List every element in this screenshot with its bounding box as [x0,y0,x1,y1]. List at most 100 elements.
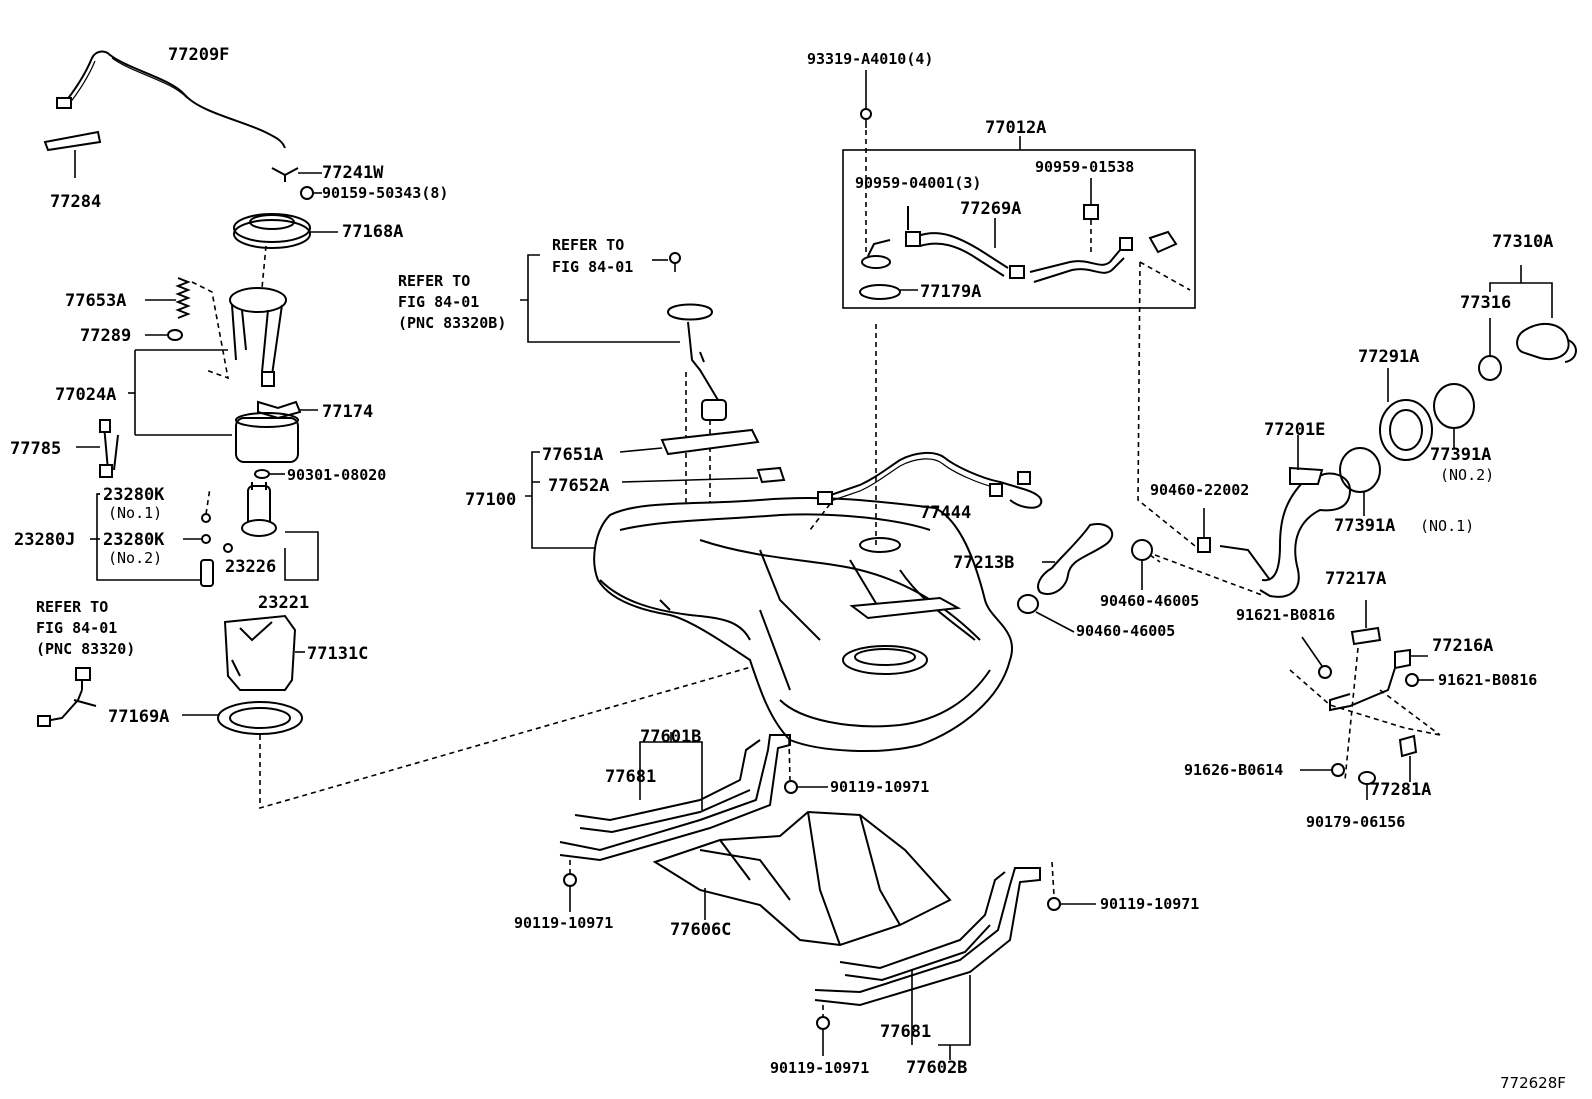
bolt-90119-bottom [816,1016,830,1030]
label-77391A-no2: 77391A [1430,445,1491,465]
kit-77012A-frame [842,149,1196,309]
seal-77391A-no1 [1339,447,1381,493]
label-77601B: 77601B [640,727,701,747]
fuel-cup-77131C [223,614,297,691]
clamp-90460-46005-a [1131,539,1153,561]
label-77284: 77284 [50,192,101,212]
protector-77606C [652,810,952,947]
label-90460-22002: 90460-22002 [1150,481,1249,499]
label-77310A: 77310A [1492,232,1553,252]
label-refer-b-2: FIG 84-01 [398,293,479,311]
label-23280K-no2: 23280K [103,530,165,550]
sender-gauge-group [520,252,786,549]
straps-protector-group [559,732,1096,1060]
label-refer-c-1: REFER TO [552,236,624,254]
label-90460-46005-a: 90460-46005 [1100,592,1199,610]
fuel-pump-flange [229,287,287,313]
oring-90301 [254,469,270,479]
label-77651A: 77651A [542,445,603,465]
label-refer-c-2: FIG 84-01 [552,258,633,276]
label-90119-10971-left: 90119-10971 [514,914,613,932]
label-refer-a-1: REFER TO [36,598,108,616]
bracket-77284 [43,130,102,152]
clamp-90460-22002 [1197,537,1211,553]
label-90959-01538: 90959-01538 [1035,158,1134,176]
filler-neck-77201E [1259,472,1352,598]
label-77209F: 77209F [168,45,229,65]
label-77100: 77100 [465,490,516,510]
bolt-90159 [300,186,314,200]
label-77653A: 77653A [65,291,126,311]
label-refer-b-1: REFER TO [398,272,470,290]
filler-ring-77291A [1379,399,1433,461]
spring-77653A [175,277,191,319]
fuel-filter [235,417,299,463]
label-77179A: 77179A [920,282,981,302]
label-refer-a-2: FIG 84-01 [36,619,117,637]
bolt-90119-left [563,873,577,887]
plate-77651A [660,428,760,456]
label-23226: 23226 [225,557,276,577]
label-90159-50343: 90159-50343(8) [322,184,448,202]
label-90119-10971-upper: 90119-10971 [830,778,929,796]
gasket-77316 [1478,355,1502,381]
sender-float [261,371,275,387]
sender-gauge-unit [666,303,714,321]
label-77602B: 77602B [906,1058,967,1078]
label-77174: 77174 [322,402,373,422]
fuel-tank-77100 [593,320,1013,753]
grommet-77289 [167,329,183,341]
clamp-90460-46005-b [1017,594,1039,614]
vent-connector-1 [817,491,833,505]
seal-77391A-no2 [1433,383,1475,429]
label-91626-B0614: 91626-B0614 [1184,761,1283,779]
label-77391A-no2-sub: (NO.2) [1440,466,1494,484]
pad-77652A [756,466,786,484]
bolt-93319 [860,108,872,120]
label-77217A: 77217A [1325,569,1386,589]
label-90119-10971-right: 90119-10971 [1100,895,1199,913]
label-refer-b-3: (PNC 83320B) [398,314,506,332]
bolt-91621-b [1405,673,1419,687]
hose-clamp-b [1009,265,1025,279]
filler-neck-group [1017,265,1577,800]
label-77168A: 77168A [342,222,403,242]
fuel-cap-77310A [1516,322,1570,360]
clip-77174 [257,400,302,420]
label-77012A: 77012A [985,118,1046,138]
label-refer-a-3: (PNC 83320) [36,640,135,658]
label-77281A: 77281A [1370,780,1431,800]
hose-clamp-a [905,231,921,247]
wire-harness-77209F [62,50,286,149]
label-77391A-no1: 77391A [1334,516,1395,536]
connector-77209F [56,97,72,109]
vent-tube-77444 [809,452,1043,531]
label-23221: 23221 [258,593,309,613]
bracket-77216A [1329,648,1411,712]
label-23280K-no1-sub: (No.1) [108,504,162,522]
label-91621-B0816-b: 91621-B0816 [1438,671,1537,689]
vent-connector-3 [989,483,1003,497]
label-77241W: 77241W [322,163,384,183]
gasket-77179A [859,284,901,300]
tank-pump-opening [842,645,928,675]
hose-77269A [917,232,1009,277]
label-77652A: 77652A [548,476,609,496]
label-77444: 77444 [920,503,971,523]
label-23280K-no1: 23280K [103,485,165,505]
filter-23226 [200,559,214,587]
label-77291A: 77291A [1358,347,1419,367]
clip-90959-01538 [1083,204,1099,220]
bolt-91626 [1331,763,1345,777]
label-90959-04001: 90959-04001(3) [855,174,981,192]
vent-connector-2 [1017,471,1031,485]
clip-77241W [271,167,299,182]
strap-77601B [559,734,791,862]
vent-kit-77012A-box [842,70,1201,551]
bolt-90119-right [1047,897,1061,911]
screw-refer-84-01 [669,252,681,264]
bolt-90119-upper [784,780,798,794]
label-77289: 77289 [80,326,131,346]
label-77201E: 77201E [1264,420,1325,440]
label-77681-lower: 77681 [880,1022,931,1042]
